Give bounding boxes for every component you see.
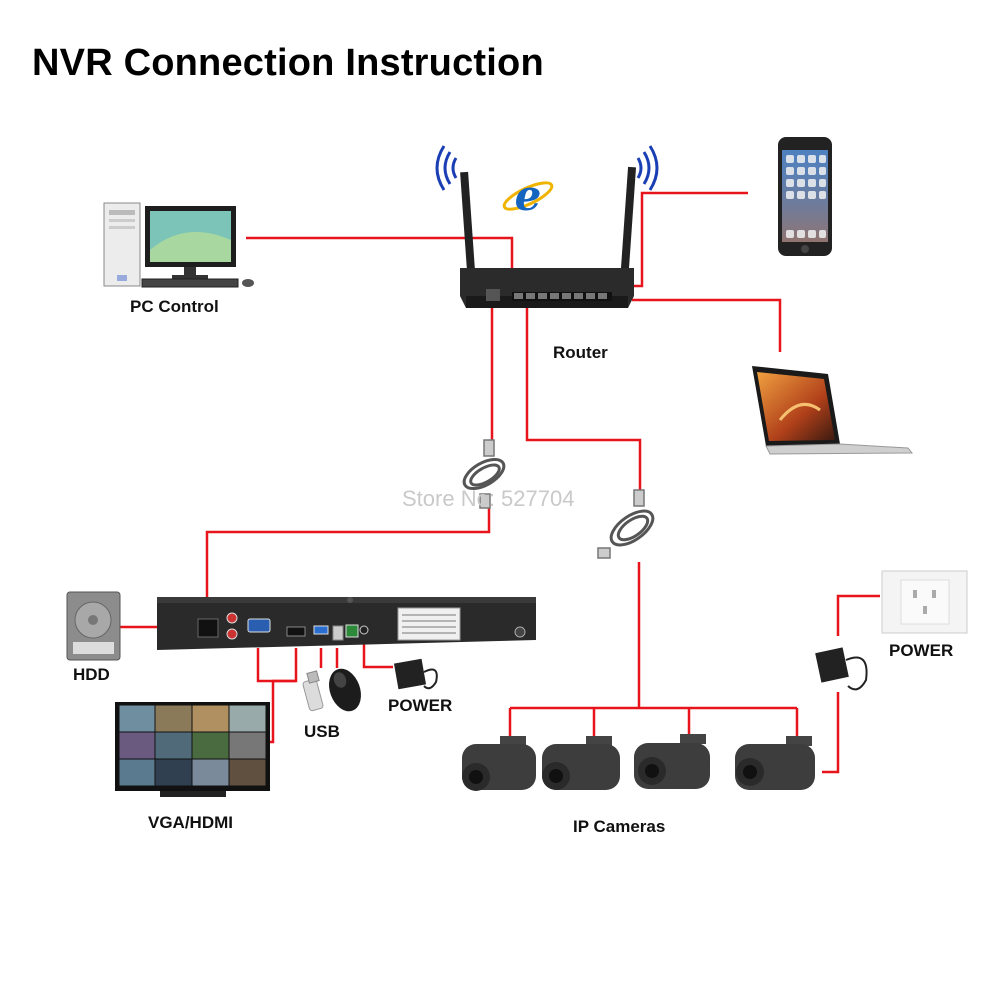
power-adapter-icon (393, 658, 438, 690)
mouse-icon (329, 668, 361, 712)
label-power-nvr: POWER (388, 696, 453, 715)
hdd-icon (66, 591, 121, 661)
wall-outlet-icon (881, 570, 968, 634)
nvr-recorder-icon (157, 597, 536, 650)
bullet-camera-icon (735, 736, 815, 790)
ethernet-cable-icon (597, 489, 655, 559)
line-adapter-cameras (822, 692, 840, 774)
label-power-outlet: POWER (889, 641, 954, 660)
router-icon (460, 166, 637, 308)
smartphone-icon (778, 137, 832, 256)
ethernet-cable-icon (462, 439, 506, 509)
label-usb: USB (304, 722, 340, 741)
line-phone-router (630, 191, 748, 288)
line-router-cable2 (525, 303, 642, 492)
wifi-signal-icon (435, 145, 659, 191)
svg-text:e: e (515, 171, 542, 220)
desktop-pc-icon (103, 202, 254, 288)
label-ip-cameras: IP Cameras (573, 817, 666, 836)
label-hdd: HDD (73, 665, 110, 684)
line-vga (256, 648, 296, 683)
usb-drive-icon (302, 670, 324, 712)
label-router: Router (553, 343, 608, 362)
bullet-camera-icon (542, 736, 620, 790)
line-laptop-router (632, 298, 782, 352)
label-vga-hdmi: VGA/HDMI (148, 813, 233, 832)
store-watermark: Store No: 527704 (402, 486, 575, 511)
bullet-camera-icon (462, 736, 536, 791)
diagram-title: NVR Connection Instruction (32, 42, 544, 84)
connection-lines (120, 191, 880, 774)
power-adapter-icon (815, 647, 868, 691)
monitor-icon (115, 702, 270, 797)
bullet-camera-icon (634, 734, 710, 789)
line-outlet-adapter (836, 594, 880, 636)
ie-logo-icon: e (502, 171, 554, 220)
laptop-icon (752, 366, 914, 455)
label-pc-control: PC Control (130, 297, 219, 316)
line-nvr-power (362, 640, 393, 669)
line-hdmi (268, 648, 298, 744)
line-cable1-nvr (205, 500, 491, 618)
